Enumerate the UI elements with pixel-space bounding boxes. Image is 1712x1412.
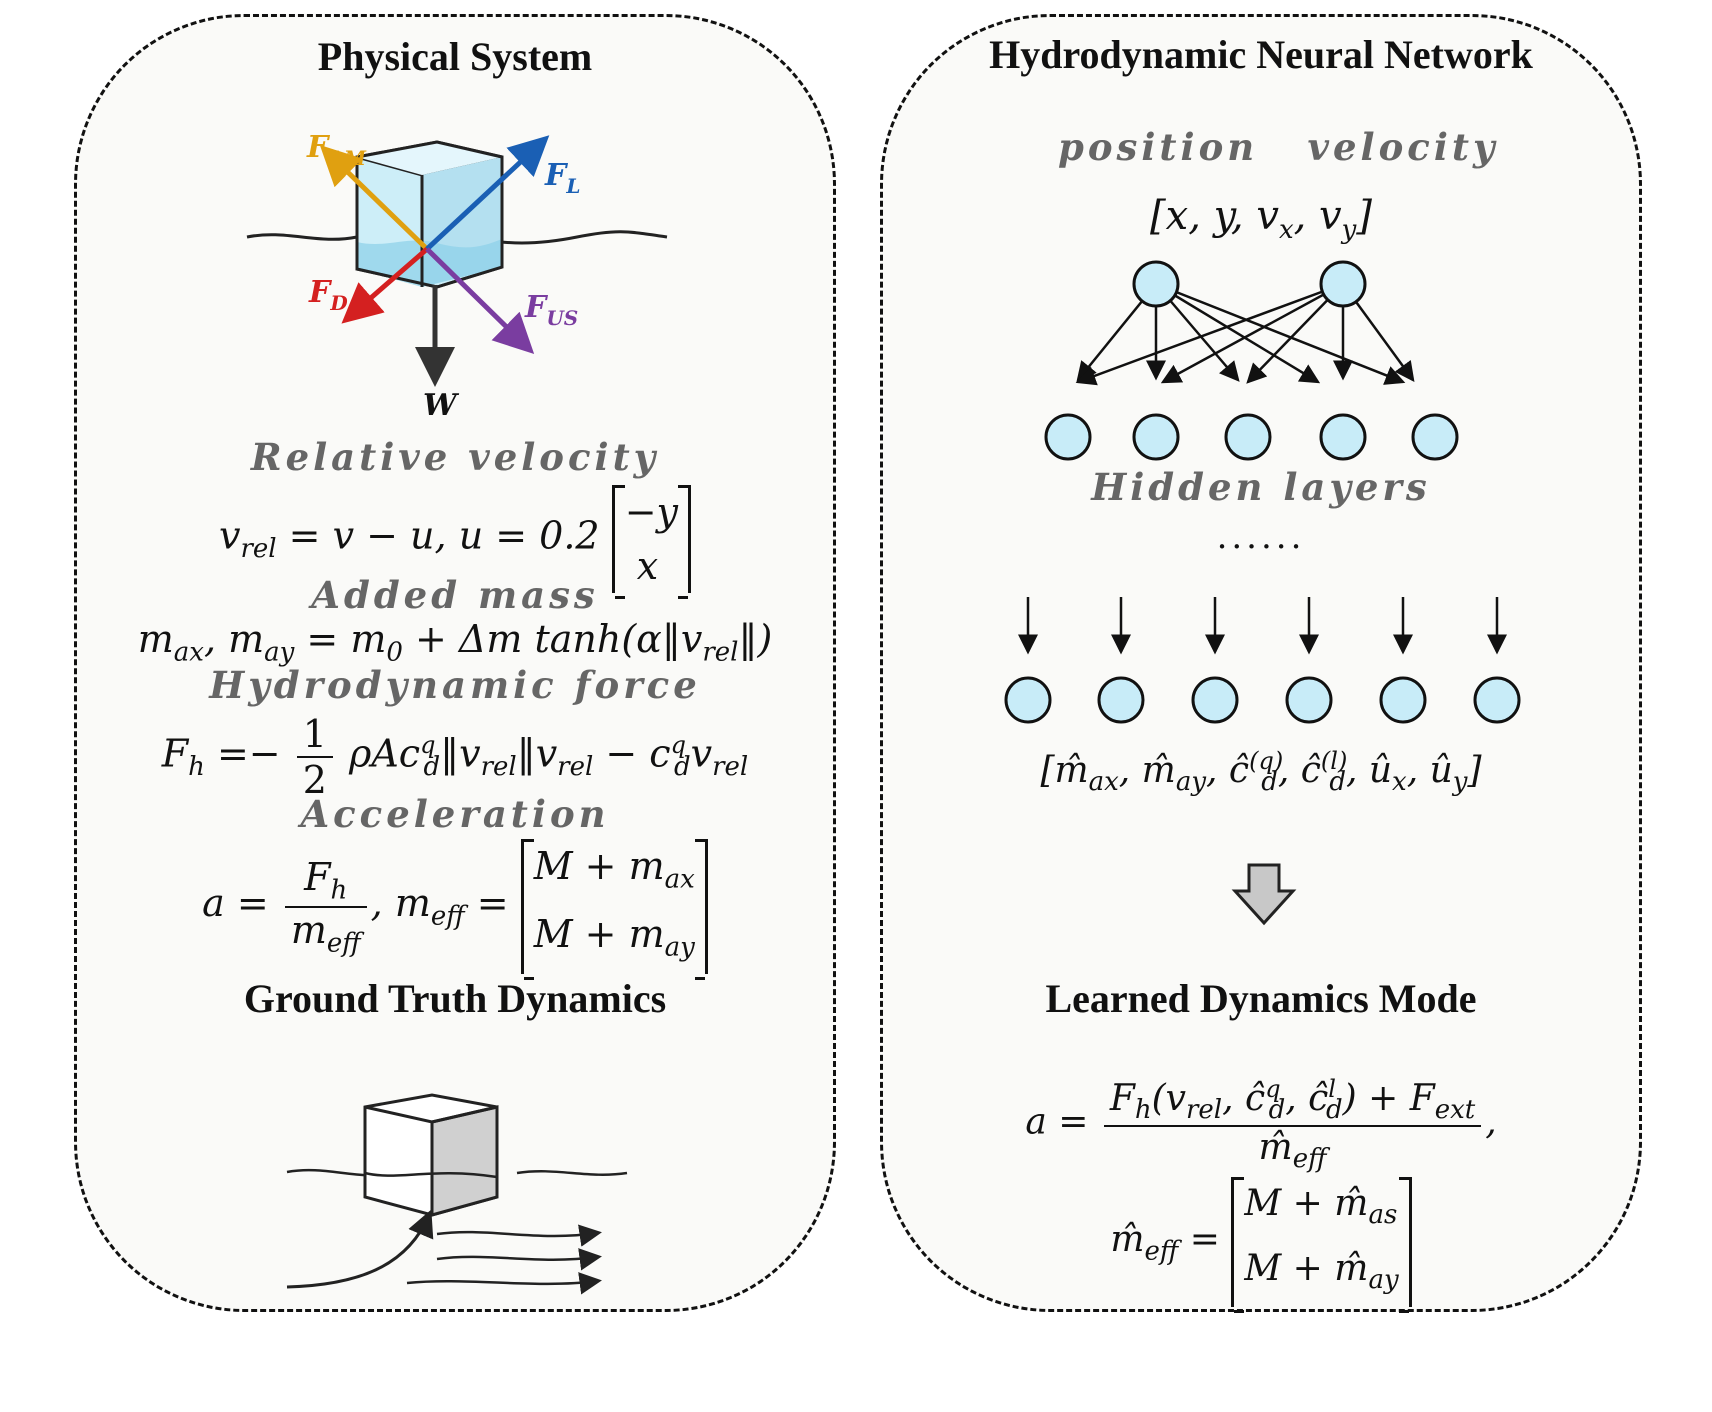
hidden-node: [1411, 413, 1459, 461]
fd-label: FD: [308, 275, 348, 315]
input-vector: [x, y, vx, vy]: [1150, 193, 1372, 245]
flow-arrow-3: [406, 1272, 602, 1295]
fl-arrow: [425, 135, 550, 251]
hidden-layers-label: Hidden layers: [1091, 465, 1431, 509]
velocity-label: velocity: [1307, 125, 1499, 169]
flow-arrow-curved: [286, 1209, 434, 1289]
output-node: [1097, 676, 1145, 724]
network-graph: [1004, 260, 1521, 724]
learned-dynamics-title: Learned Dynamics Mode: [1045, 976, 1477, 1021]
input-to-hidden-edges: [1075, 282, 1415, 386]
hidden-nodes: [1044, 413, 1459, 461]
input-nodes: [1132, 260, 1367, 308]
ground-truth-title: Ground Truth Dynamics: [243, 976, 667, 1021]
neural-network-title: Hydrodynamic Neural Network: [989, 32, 1533, 77]
ice-cube-icon: [355, 140, 504, 289]
output-edges: [1018, 597, 1507, 655]
cube-icon: [363, 1093, 499, 1217]
hydrodynamic-force-label: Hydrodynamic force: [209, 663, 701, 707]
fus-label: FUS: [524, 290, 578, 330]
fus-arrow: [425, 247, 535, 354]
physical-system-title: Physical System: [317, 34, 593, 79]
added-mass-label: Added mass: [311, 573, 599, 617]
hidden-node: [1319, 413, 1367, 461]
w-label: W: [423, 388, 460, 423]
relative-velocity-label: Relative velocity: [250, 435, 660, 479]
output-node: [1473, 676, 1521, 724]
ground-truth-sketch: [286, 1093, 628, 1295]
fam-label: FAM: [306, 130, 367, 170]
hidden-node: [1224, 413, 1272, 461]
input-node: [1319, 260, 1367, 308]
position-label: position: [1058, 125, 1259, 169]
relative-velocity-equation: vrel = v − u, u = 0.2 −y x: [77, 485, 833, 599]
hidden-node: [1044, 413, 1092, 461]
output-node: [1191, 676, 1239, 724]
output-node: [1004, 676, 1052, 724]
down-arrow-icon: [1231, 863, 1297, 926]
fl-label: FL: [544, 158, 580, 198]
output-node: [1285, 676, 1333, 724]
neural-network-panel: Hydrodynamic Neural Network position vel…: [880, 14, 1642, 1314]
added-mass-equation: max, may = m0 + Δm tanh(α‖vrel‖): [137, 617, 773, 668]
fam-arrow: [319, 145, 429, 251]
flow-arrow-1: [436, 1224, 602, 1247]
flow-arrow-2: [436, 1248, 602, 1271]
output-node: [1379, 676, 1427, 724]
ellipsis: ......: [1216, 517, 1306, 557]
hidden-node: [1132, 413, 1180, 461]
output-vector: [m̂ax, m̂ay, ĉ(q)d, ĉ(l)d, ûx, ûy]: [1040, 747, 1482, 798]
fd-arrow: [341, 247, 429, 324]
output-nodes: [1004, 676, 1521, 724]
physical-system-panel: Physical System FAM FL: [74, 14, 836, 1312]
acceleration-label: Acceleration: [300, 792, 610, 836]
input-node: [1132, 260, 1180, 308]
force-diagram: FAM FL FD FUS W: [246, 130, 668, 423]
